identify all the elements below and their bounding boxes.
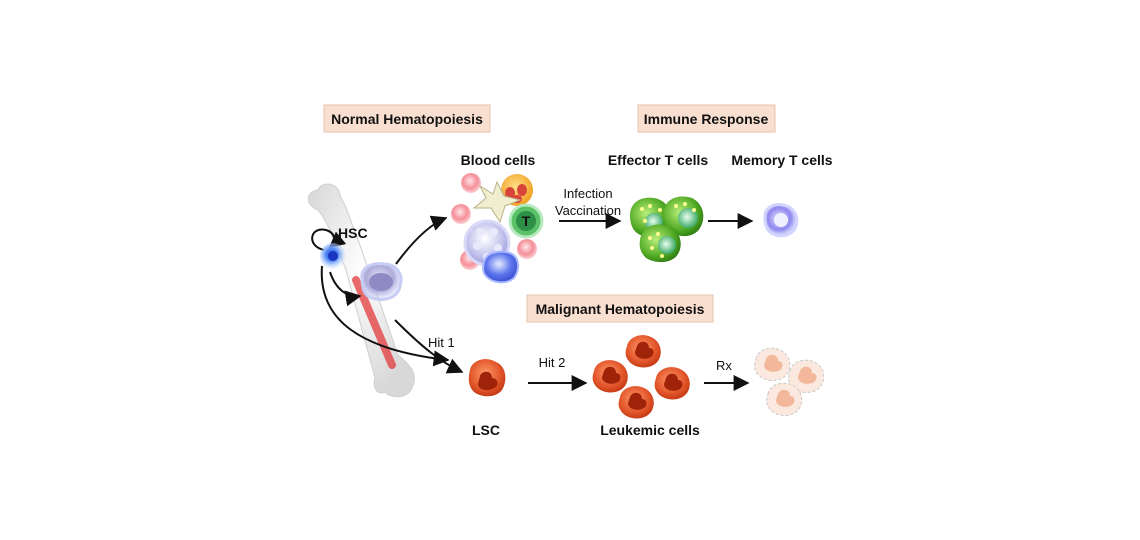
header-immune-label: Immune Response	[644, 111, 769, 127]
leukemic-label: Leukemic cells	[600, 422, 700, 438]
leukemic-cells-cluster	[592, 335, 690, 419]
rx-label: Rx	[716, 358, 732, 373]
header-normal-label: Normal Hematopoiesis	[331, 111, 483, 127]
effector-label: Effector T cells	[608, 152, 709, 168]
self-renewal-arrow	[311, 228, 347, 251]
effector-t-cells-cluster	[630, 196, 704, 263]
treated-cells-cluster	[754, 347, 825, 416]
hsc-to-progenitor-arrow	[329, 271, 362, 307]
header-normal-hematopoiesis: Normal Hematopoiesis	[323, 104, 491, 133]
hit1-arrow	[320, 265, 450, 367]
lsc-cell	[468, 359, 506, 397]
hit2-label: Hit 2	[539, 355, 566, 370]
progenitor-to-blood-arrow	[395, 215, 448, 265]
t-cell-mark: T	[522, 213, 531, 229]
hsc-nucleus	[328, 251, 338, 261]
header-malignant-hematopoiesis: Malignant Hematopoiesis	[526, 294, 714, 323]
hsc-label: HSC	[338, 225, 368, 241]
blood-cells-cluster: T	[451, 173, 544, 284]
vaccination-label: Vaccination	[555, 203, 621, 218]
hit1-label: Hit 1	[428, 335, 455, 350]
lsc-label: LSC	[472, 422, 500, 438]
infection-label: Infection	[563, 186, 612, 201]
blood-cells-label: Blood cells	[461, 152, 536, 168]
progenitor-cell	[360, 262, 403, 301]
memory-t-cell	[763, 203, 799, 238]
progenitor-to-lsc-arrow	[394, 319, 464, 374]
header-malignant-label: Malignant Hematopoiesis	[536, 301, 705, 317]
memory-label: Memory T cells	[731, 152, 832, 168]
header-immune-response: Immune Response	[637, 104, 776, 133]
